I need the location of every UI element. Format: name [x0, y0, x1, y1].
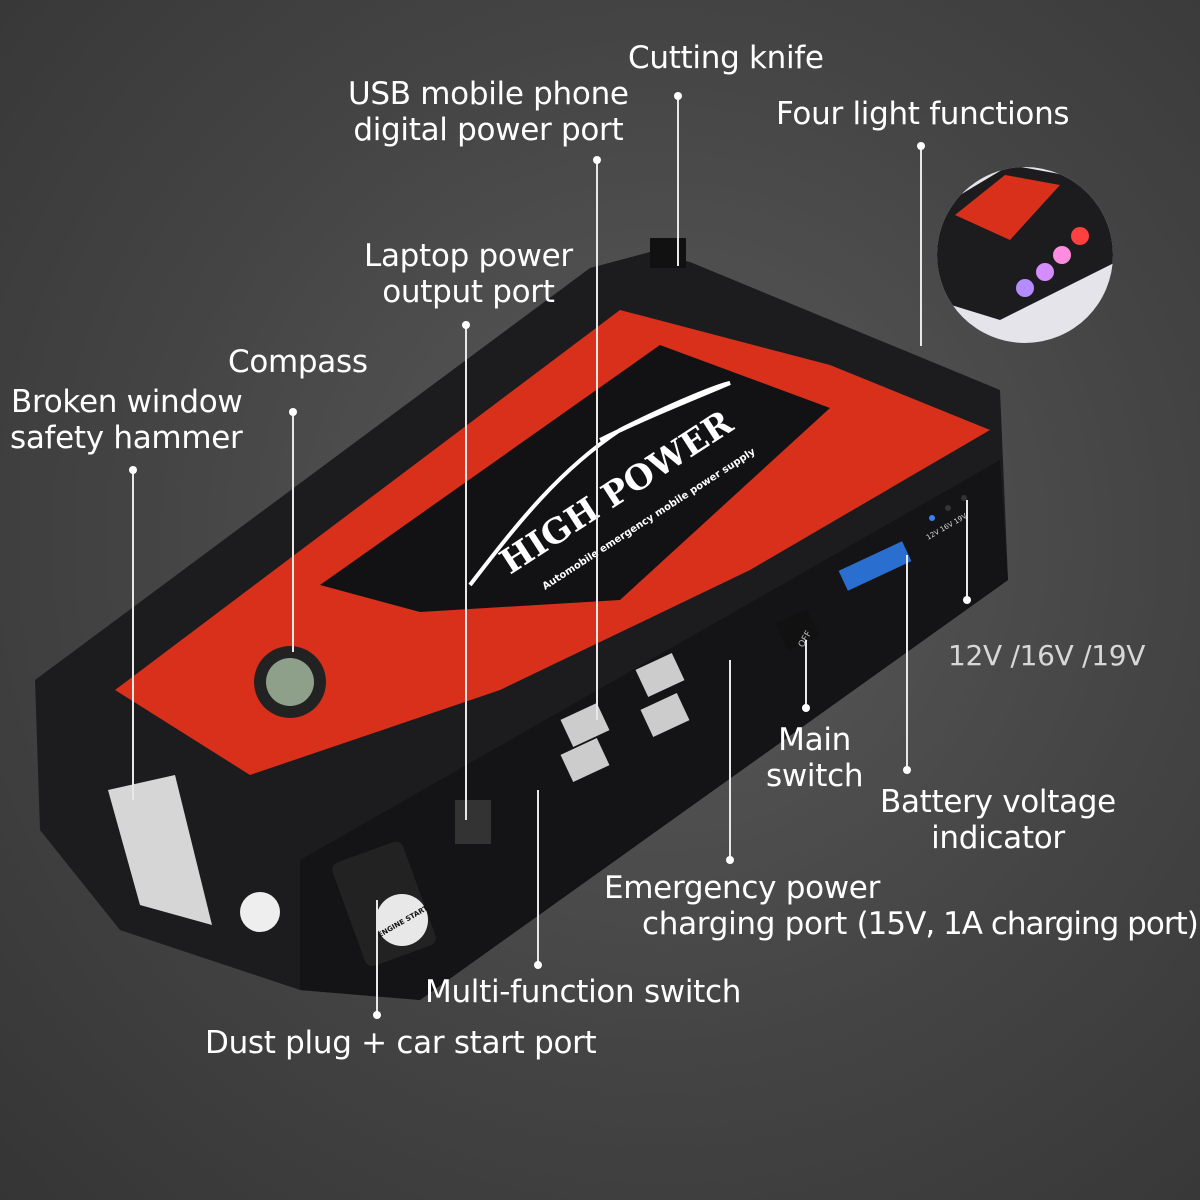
label-line: Broken window — [11, 384, 243, 420]
logo-panel — [320, 345, 830, 612]
leader-line — [376, 900, 378, 1015]
label-line: charging port — [642, 906, 848, 942]
callout-dot — [917, 142, 925, 150]
label-line: Laptop power — [364, 238, 573, 274]
leader-line — [596, 160, 598, 720]
label-usb-port: USB mobile phone digital power port — [348, 76, 629, 148]
label-line: switch — [766, 758, 864, 794]
label-emergency-port: Emergency power charging port (15V, 1A c… — [604, 870, 1199, 942]
label-voltage-options: 12V /16V /19V — [948, 639, 1146, 672]
main-switch — [775, 608, 820, 651]
blue-usb-port — [838, 541, 912, 591]
label-main-switch: Main switch — [766, 722, 863, 794]
leader-line — [920, 146, 922, 346]
label-four-light-functions: Four light functions — [776, 96, 1070, 132]
callout-dot — [903, 766, 911, 774]
leader-line — [729, 660, 731, 860]
callout-dot — [593, 156, 601, 164]
car-outline-logo — [468, 381, 731, 587]
engine-start-button — [376, 894, 428, 946]
label-line: indicator — [931, 820, 1065, 856]
callout-dot — [129, 466, 137, 474]
safety-hammer — [108, 775, 212, 925]
label-battery-indicator: Battery voltage indicator — [880, 784, 1116, 856]
callout-dot — [963, 596, 971, 604]
usb-port — [640, 692, 690, 738]
callout-dot — [373, 1011, 381, 1019]
callout-dot — [289, 408, 297, 416]
usb-port — [635, 652, 685, 698]
leader-line — [292, 412, 294, 652]
label-laptop-port: Laptop power output port — [364, 238, 573, 310]
leader-line — [966, 500, 968, 600]
callout-dot — [534, 961, 542, 969]
callout-dot — [802, 704, 810, 712]
leader-line — [132, 470, 134, 800]
leader-line — [805, 640, 807, 708]
label-line: USB mobile phone — [348, 76, 629, 112]
callout-dot — [462, 321, 470, 329]
leader-line — [677, 96, 679, 266]
label-cutting-knife: Cutting knife — [628, 40, 824, 76]
label-line: Main — [778, 722, 851, 758]
label-compass: Compass — [228, 344, 368, 380]
label-line: Battery voltage — [880, 784, 1116, 820]
label-line: safety hammer — [10, 420, 243, 456]
label-line: output port — [382, 274, 555, 310]
callout-dot — [674, 92, 682, 100]
cutting-knife — [650, 238, 686, 268]
callout-dot — [726, 856, 734, 864]
leader-line — [537, 790, 539, 965]
light-functions-inset — [937, 167, 1113, 343]
leader-line — [465, 325, 467, 820]
laptop-port — [455, 800, 491, 844]
label-line: Emergency power — [604, 870, 881, 906]
label-multi-function-switch: Multi-function switch — [425, 974, 742, 1010]
leader-line — [906, 555, 908, 770]
label-dust-plug: Dust plug + car start port — [205, 1025, 597, 1061]
label-line-suffix: (15V, 1A charging port) — [856, 906, 1199, 942]
label-line: digital power port — [353, 112, 624, 148]
usb-port — [560, 737, 610, 783]
label-safety-hammer: Broken window safety hammer — [10, 384, 243, 456]
